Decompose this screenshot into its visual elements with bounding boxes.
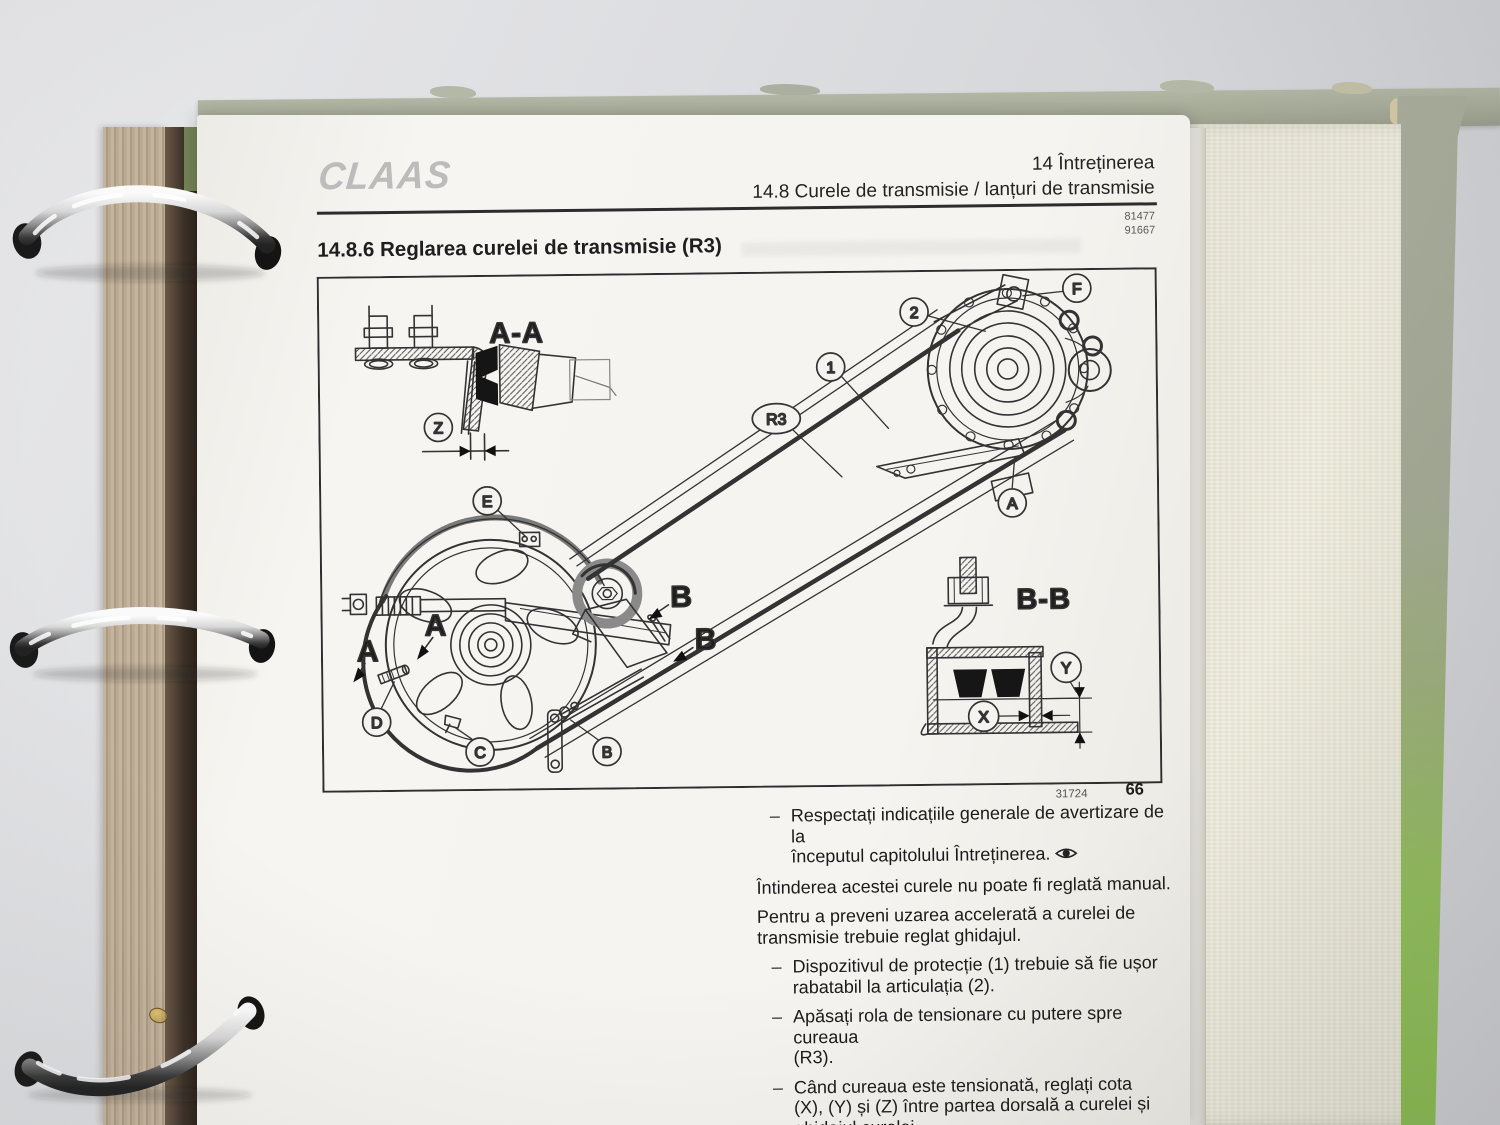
- bullet-dash: –: [771, 1006, 783, 1027]
- bullet-dash: –: [769, 805, 780, 826]
- clip-c: [443, 714, 462, 734]
- svg-text:1: 1: [826, 360, 835, 377]
- section-letter-b2: B: [695, 623, 717, 656]
- body-paragraph: Întinderea acestei curele nu poate fi re…: [756, 872, 1171, 898]
- label-f: F: [1061, 273, 1092, 304]
- ref-number-bottom: 91667: [1124, 224, 1156, 237]
- section-letter-a1: A: [424, 609, 446, 642]
- binder-ring-top: [12, 185, 282, 281]
- page-title: 14.8.6 Reglarea curelei de transmisie (R…: [317, 234, 722, 262]
- body-line: Apăsați rola de tensionare cu putere spr…: [792, 1002, 1123, 1047]
- section-letter-a2: A: [357, 635, 379, 668]
- bullet-dash: –: [772, 1077, 784, 1098]
- svg-text:A: A: [1007, 496, 1018, 513]
- body-text-column: – Respectați indicațiile generale de ave…: [756, 801, 1184, 1125]
- torn-paper-bit: [1332, 82, 1372, 94]
- label-c: C: [465, 737, 495, 767]
- section-letter-b1: B: [670, 581, 692, 614]
- see-reference-eye-icon: [1054, 844, 1078, 865]
- figure-border: [316, 267, 1163, 793]
- label-2: 2: [899, 297, 929, 327]
- binder-ring-bottom: [14, 996, 265, 1102]
- body-line: rabatabil la articulația (2).: [792, 974, 995, 997]
- page-content: CLAAS 14 Întreținerea 14.8 Curele de tra…: [192, 110, 1196, 1125]
- label-b: B: [592, 736, 622, 767]
- bullet-item: – Dispozitivul de protecție (1) trebuie …: [757, 952, 1181, 998]
- reference-numbers: 81477 91667: [953, 209, 1155, 239]
- cover-fabric-lining: [1183, 124, 1401, 1125]
- body-paragraph: Pentru a preveni uzarea accelerată a cur…: [757, 902, 1181, 948]
- bullet-dash: –: [771, 956, 782, 977]
- figure-page-number: 66: [1125, 780, 1144, 799]
- bullet-item: – Apăsați rola de tensionare cu putere s…: [758, 1002, 1183, 1068]
- svg-text:D: D: [371, 715, 383, 732]
- section-bb-detail: [920, 556, 1093, 749]
- svg-text:B: B: [602, 744, 613, 761]
- belt-cross-section: [475, 345, 499, 406]
- svg-text:R3: R3: [766, 411, 787, 428]
- svg-text:C: C: [474, 745, 486, 762]
- section-aa-title: A-A: [489, 317, 544, 350]
- technical-figure: A-A Z: [316, 267, 1163, 793]
- svg-text:X: X: [978, 709, 989, 726]
- svg-text:F: F: [1072, 281, 1082, 298]
- body-line: începutul capitolului Întreținerea.: [791, 842, 1180, 868]
- torn-paper-bit: [760, 84, 820, 95]
- torn-paper-bit: [430, 86, 476, 98]
- adjuster-linkage: [546, 614, 671, 773]
- section-plane-b-markers: [648, 604, 694, 662]
- label-e: E: [472, 486, 503, 516]
- stud-d: [377, 664, 410, 685]
- leader-lines: [380, 290, 1064, 741]
- label-d: D: [361, 707, 392, 738]
- svg-text:Y: Y: [1061, 660, 1072, 677]
- bullet-item: – Respectați indicațiile generale de ave…: [756, 801, 1181, 868]
- belt-r3: [529, 309, 1075, 758]
- bullet-item: – Când cureaua este tensionată, reglați …: [759, 1073, 1184, 1125]
- running-header: 14 Întreținerea 14.8 Curele de transmisi…: [732, 150, 1155, 205]
- section-aa-detail: [354, 304, 617, 461]
- clamp-e: [518, 531, 541, 548]
- section-bb-title: B-B: [1016, 583, 1071, 616]
- label-y: Y: [1050, 651, 1082, 684]
- svg-text:E: E: [482, 494, 493, 511]
- bleed-through-text: [741, 238, 1082, 257]
- section-title: 14.8 Curele de transmisie / lanțuri de t…: [752, 177, 1155, 203]
- body-line: (X), (Y) și (Z) între partea dorsală a c…: [793, 1093, 1151, 1118]
- page-stack-edges: [103, 127, 167, 1125]
- torn-paper-bit: [1160, 80, 1214, 93]
- section-plane-a-markers: [353, 636, 434, 683]
- label-1: 1: [815, 352, 846, 382]
- svg-text:2: 2: [910, 305, 919, 322]
- body-line: transmisie trebuie reglat ghidajul.: [757, 924, 1022, 948]
- label-a: A: [997, 488, 1028, 518]
- manual-page: CLAAS 14 Întreținerea 14.8 Curele de tra…: [197, 115, 1190, 1125]
- label-r3: R3: [751, 402, 802, 435]
- claas-logo: CLAAS: [316, 153, 454, 198]
- svg-text:Z: Z: [433, 420, 443, 437]
- body-line: Dispozitivul de protecție (1) trebuie să…: [792, 952, 1158, 977]
- body-line: Respectați indicațiile generale de avert…: [790, 801, 1165, 846]
- drive-pulley: [361, 514, 605, 773]
- bolt-pair: [363, 304, 439, 370]
- binder-ring-middle: [9, 607, 276, 681]
- label-z: Z: [423, 412, 454, 443]
- label-x: X: [967, 700, 1000, 733]
- figure-number: 31724: [1055, 788, 1088, 801]
